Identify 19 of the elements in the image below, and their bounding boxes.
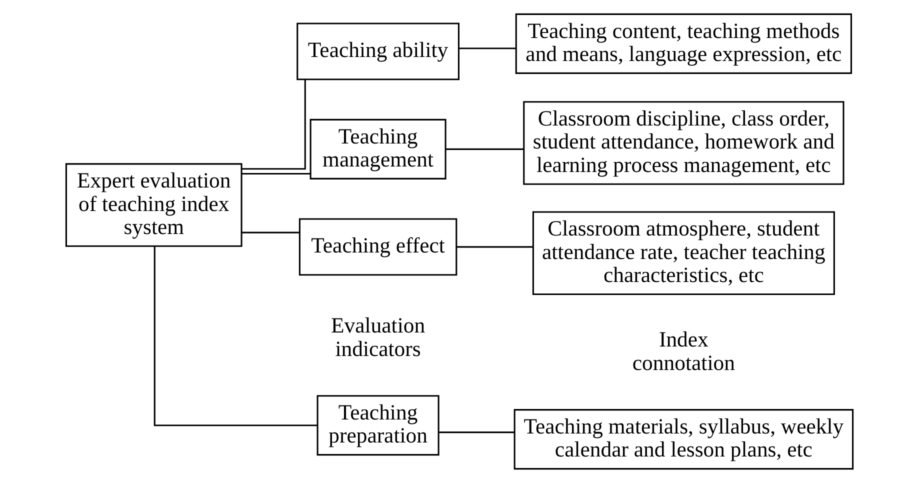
node-box: Teaching effect	[298, 218, 457, 276]
node-box: Teaching preparation	[316, 395, 439, 456]
node-box: Expert evaluation of teaching index system	[64, 163, 242, 247]
node-box: Teaching ability	[296, 22, 459, 80]
connector	[241, 232, 299, 234]
connector	[445, 148, 524, 150]
node-box: Classroom atmosphere, student attendance rate, teacher teaching characteristics, etc	[532, 211, 834, 296]
connector	[438, 432, 514, 434]
node-box: Classroom discipline, class order, student attendance, homework and learning process management, etc	[522, 101, 844, 185]
node-box: Teaching content, teaching methods and means, language expression, etc	[514, 13, 852, 74]
connector	[153, 246, 316, 426]
connector	[241, 80, 306, 170]
connector	[458, 48, 516, 50]
connector	[241, 172, 310, 175]
node-box: Teaching management	[309, 118, 446, 180]
node-box: Teaching materials, syllabus, weekly calendar and lesson plans, etc	[513, 409, 854, 470]
label: Index connotation	[632, 328, 734, 375]
label: Evaluation indicators	[330, 314, 425, 361]
connector	[456, 246, 532, 248]
